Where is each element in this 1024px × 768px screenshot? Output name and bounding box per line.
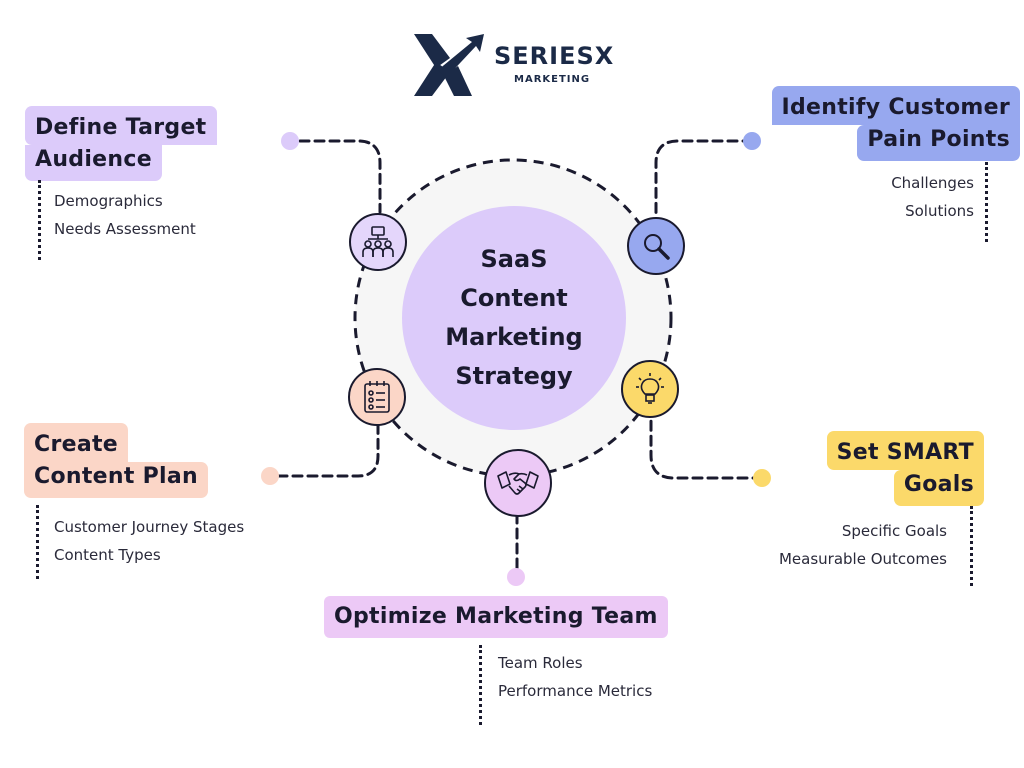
audience-heading-line: Define Target xyxy=(25,106,217,145)
smart-goals-heading: Set SMART Goals xyxy=(826,431,984,506)
content-plan-heading: Create Content Plan xyxy=(24,423,208,498)
content-plan-subitems: Customer Journey Stages Content Types xyxy=(54,513,244,569)
pain-points-heading: Identify Customer Pain Points xyxy=(771,86,1020,161)
team-icon-circle xyxy=(484,449,552,517)
list-item: Specific Goals xyxy=(841,522,947,540)
lightbulb-icon xyxy=(636,373,664,404)
connector-dot-team xyxy=(507,568,525,586)
audience-heading: Define Target Audience xyxy=(25,106,217,181)
connector-dot-audience xyxy=(281,132,299,150)
seriesx-logo: SERIESX MARKETING xyxy=(414,34,614,96)
smart-goals-heading-line: Goals xyxy=(893,470,984,506)
connector-dot-pain-points xyxy=(743,132,761,150)
team-subitems: Team Roles Performance Metrics xyxy=(498,649,652,705)
seriesx-logo-mark-icon xyxy=(414,34,484,96)
audience-subitems: Demographics Needs Assessment xyxy=(54,187,196,243)
team-heading: Optimize Marketing Team xyxy=(324,596,668,638)
logo-name: SERIESX xyxy=(494,42,615,70)
logo-subtitle: MARKETING xyxy=(514,74,591,85)
audience-dotted-rule xyxy=(38,180,41,260)
people-hierarchy-icon xyxy=(362,226,394,257)
content-plan-heading-line: Content Plan xyxy=(24,462,208,498)
smart-goals-heading-line: Set SMART xyxy=(826,431,984,470)
audience-icon-circle xyxy=(349,213,407,271)
content-plan-icon-circle xyxy=(348,368,406,426)
pain-points-heading-line: Identify Customer xyxy=(771,86,1020,125)
connector-dot-smart-goals xyxy=(753,469,771,487)
content-plan-heading-line: Create xyxy=(24,423,128,462)
central-hub: SaaS Content Marketing Strategy xyxy=(402,206,626,430)
list-item: Demographics xyxy=(54,192,163,210)
hub-title: SaaS Content Marketing Strategy xyxy=(445,245,583,390)
team-heading-line: Optimize Marketing Team xyxy=(324,596,668,638)
magnifier-icon xyxy=(644,234,670,260)
list-item: Performance Metrics xyxy=(498,682,653,700)
pain-points-dotted-rule xyxy=(985,162,988,242)
pain-points-heading-line: Pain Points xyxy=(857,125,1020,161)
list-item: Solutions xyxy=(905,202,974,220)
team-dotted-rule xyxy=(479,645,482,725)
checklist-icon xyxy=(364,381,390,413)
list-item: Measurable Outcomes xyxy=(778,550,947,568)
content-plan-dotted-rule xyxy=(36,505,39,579)
smart-goals-subitems: Specific Goals Measurable Outcomes xyxy=(779,517,947,573)
pain-points-subitems: Challenges Solutions xyxy=(891,169,974,225)
connector-dot-content-plan xyxy=(261,467,279,485)
list-item: Challenges xyxy=(891,174,974,192)
smart-goals-icon-circle xyxy=(621,360,679,418)
smart-goals-dotted-rule xyxy=(970,506,973,586)
pain-points-icon-circle xyxy=(627,217,685,275)
audience-heading-line: Audience xyxy=(25,145,162,181)
list-item: Customer Journey Stages xyxy=(54,518,245,536)
handshake-icon xyxy=(497,471,539,495)
list-item: Content Types xyxy=(54,546,161,564)
list-item: Needs Assessment xyxy=(54,220,196,238)
list-item: Team Roles xyxy=(498,654,583,672)
